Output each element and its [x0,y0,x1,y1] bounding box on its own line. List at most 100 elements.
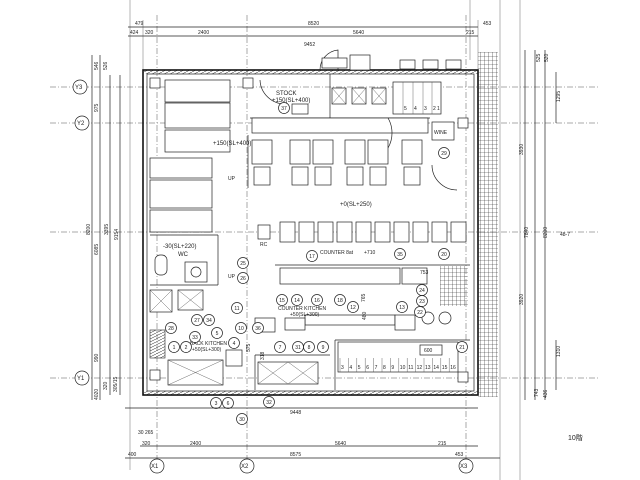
stair-step: 10 [400,365,406,371]
wc-label: WC [178,252,189,258]
booth-level: +150(SL+400) [213,141,251,147]
grid-label-x3: X3 [460,464,468,470]
svg-text:23: 23 [419,299,425,305]
right-dimensions: 525 520 1295 3930 7840 8200 3920 1310 74… [519,50,583,442]
chair [403,166,421,186]
svg-text:20: 20 [441,252,447,258]
interior-dimensions: 753 765 480 575 318 [246,270,429,360]
counter-label: COUNTER 8at [320,250,354,256]
equipment-tag: 27 [191,314,203,326]
svg-text:36: 36 [255,326,261,332]
equipment-tag: 31 [292,341,304,353]
wine-cellar: WINE [431,121,458,191]
dim-interior: 575 [246,343,252,352]
dim-right: 743 [534,388,540,397]
bottom-dimensions: 9448 30 265 320 2400 5640 215 400 8575 4… [125,407,500,459]
chair [346,166,364,186]
dim-top-overall: 9452 [304,42,315,48]
dim-left: 975 [94,103,100,112]
equipment-tag: 29 [438,147,450,159]
chair [369,166,387,186]
stool [374,221,391,243]
stool [431,221,448,243]
equipment-tag: 9 [317,341,329,353]
grid-bubbles: X1 X2 X3 Y1 Y2 Y3 [72,79,474,474]
dim-interior: 318 [260,351,266,360]
equipment-tag: 11 [231,302,243,314]
dim-top-3: 453 [483,21,492,27]
grid-label-y1: Y1 [77,376,85,382]
dim-left: 526 [103,61,109,70]
equipment-tag: 5 [211,327,223,339]
dim-left: 6085 [94,244,100,255]
dim-top-4: 424 [130,30,139,36]
grid-label-y2: Y2 [77,121,85,127]
table [344,139,366,165]
dim-bottom: 5640 [335,441,346,447]
svg-text:2: 2 [185,345,188,351]
svg-text:30: 30 [239,417,245,423]
bar-counter: +150(SL+400) UP [213,117,429,182]
dim-top-2: 8520 [308,21,319,27]
dim-top-5: 320 [145,30,154,36]
stair-step: 4 [349,365,352,371]
rc-label: RC [260,242,268,248]
dim-left: 990 [94,353,100,362]
equipment-tag: 37 [278,102,290,114]
dim-right: 1310 [556,346,562,357]
dim-left: 546 [94,61,100,70]
stock-label: STOCK [276,91,297,97]
svg-text:31: 31 [295,345,301,351]
upper-stair: 5 4 3 2 1 [392,81,442,115]
dim-left: 305/15 [113,376,119,392]
dim-bottom: 400 [128,452,137,458]
equipment-tag: 34 [203,314,215,326]
svg-text:25: 25 [240,261,246,267]
counter-kitchen-label: COUNTER KITCHEN [278,306,326,312]
dim-bottom-small: 30 265 [138,430,154,436]
svg-text:16: 16 [314,298,320,304]
dim-left: 9154 [114,229,120,240]
equipment-tag: 13 [396,301,408,313]
equipment-tag: 23 [416,295,428,307]
dim-bottom: 320 [142,441,151,447]
dim-top-8: 215 [466,30,475,36]
table [401,139,423,165]
wine-label: WINE [434,130,448,136]
svg-text:34: 34 [206,318,212,324]
back-kitchen-level: +50(SL+300) [192,347,222,353]
up-label-2: UP [228,274,236,280]
grid-label-x2: X2 [241,464,249,470]
equipment-tag: 24 [416,284,428,296]
svg-text:3: 3 [215,401,218,407]
back-kitchen: BACK KITCHEN +50(SL+300) [149,289,319,386]
dim-right: 436 [543,389,549,398]
stool [450,221,467,243]
sink-icon [190,266,202,278]
dim-bottom: 8575 [290,452,301,458]
dim-interior: 765 [361,293,367,302]
equipment-tag: 21 [456,341,468,353]
equipment-tag: 33 [189,331,201,343]
up-label: UP [228,176,236,182]
tables [251,139,423,186]
chair [291,166,309,186]
svg-text:5: 5 [216,331,219,337]
dim-top-7: 5640 [353,30,364,36]
dim-interior: 480 [362,311,368,320]
counter-8-seat: RC COUNTER 8at +710 COUNTER KITCHEN +50(… [254,224,468,333]
stair-step: 2 [433,106,436,112]
svg-text:6: 6 [227,401,230,407]
counter-kitchen-level: +50(SL+300) [290,312,320,318]
stool [355,221,372,243]
stair-step: 5 [358,365,361,371]
dim-bottom: 215 [438,441,447,447]
chair [314,166,332,186]
dim-top-6: 2400 [198,30,209,36]
equipment-tag: 10 [235,322,247,334]
equipment-tag: 18 [334,294,346,306]
grid-label-y3: Y3 [75,85,83,91]
svg-text:1: 1 [173,345,176,351]
exterior-units [319,49,462,71]
